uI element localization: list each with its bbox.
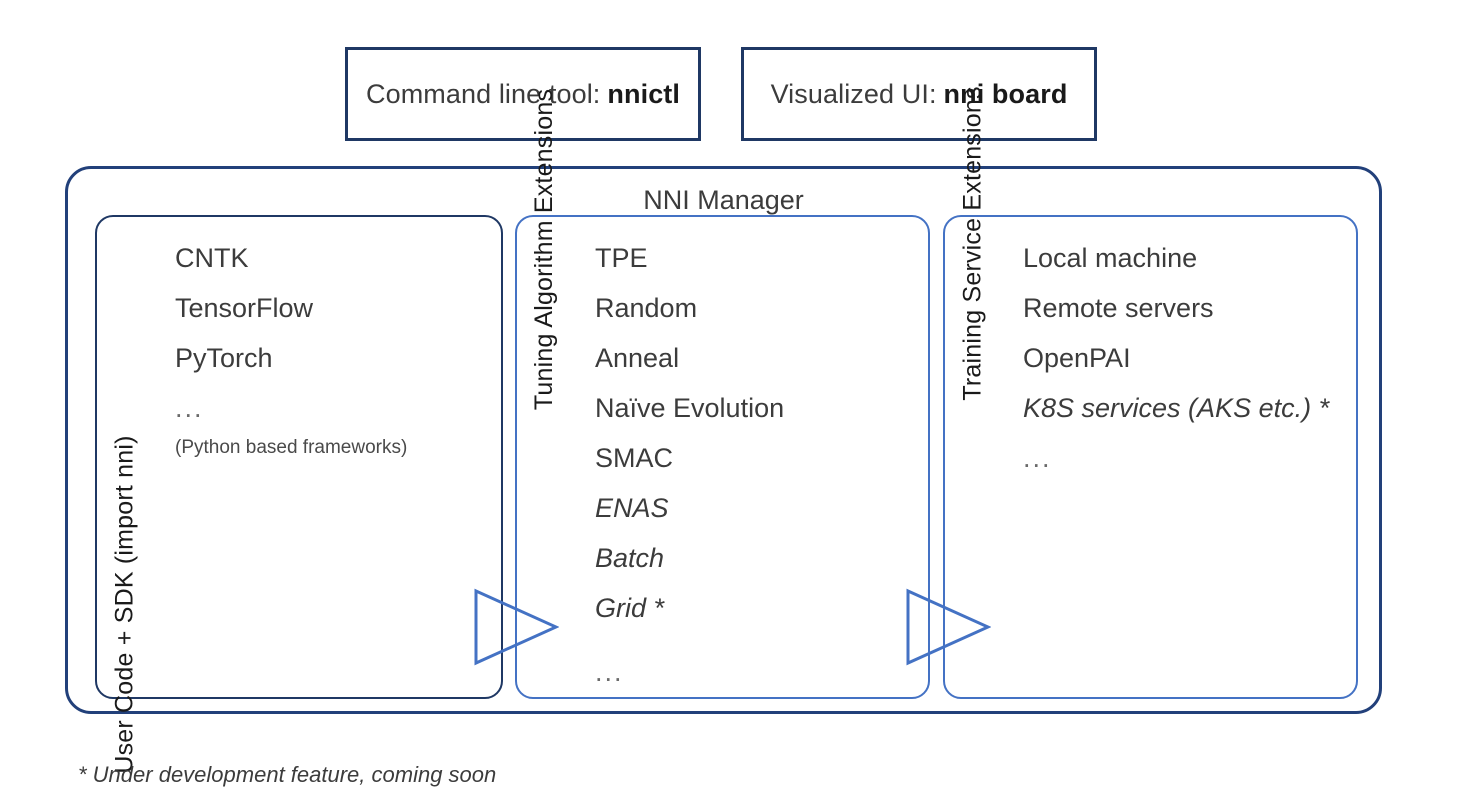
list-item: SMAC (595, 443, 674, 473)
list-item: Naïve Evolution (595, 393, 785, 423)
list-item: ENAS (595, 493, 669, 523)
training-service-extensions-box: Training Service Extensions Local machin… (943, 86, 1358, 699)
list-item: Batch (595, 543, 665, 573)
list-item: TensorFlow (175, 293, 314, 323)
command-line-tool-value: nnictl (607, 78, 681, 109)
list-item: ... (595, 657, 624, 687)
visualized-ui-box: Visualized UI: nni board (741, 47, 1097, 141)
list-item: ... (1023, 443, 1052, 473)
training-service-side-label-wrap: Training Service Extensions (951, 86, 995, 697)
list-item: PyTorch (175, 343, 273, 373)
user-code-sdk-side-label-wrap: User Code + SDK (import nni) (103, 217, 147, 773)
list-item: Random (595, 293, 698, 323)
visualized-ui-label: Visualized UI: (770, 78, 937, 109)
user-code-sdk-side-label: User Code + SDK (import nni) (110, 435, 139, 774)
nni-manager-title: NNI Manager (643, 185, 804, 215)
tuning-algorithm-extensions-box: Tuning Algorithm Extensions TPE Random A… (515, 89, 930, 699)
list-item: Anneal (595, 343, 680, 373)
training-service-item-list: Local machine Remote servers OpenPAI K8S… (1023, 233, 1346, 483)
list-item: (Python based frameworks) (175, 437, 408, 458)
user-code-sdk-item-list: CNTK TensorFlow PyTorch ... (Python base… (175, 233, 491, 463)
list-item: ... (175, 393, 204, 423)
command-line-tool-box: Command line tool: nnictl (345, 47, 701, 141)
footnote-text: * Under development feature, coming soon (78, 762, 497, 787)
list-item: Remote servers (1023, 293, 1214, 323)
nni-manager-container: NNI Manager User Code + SDK (import nni)… (65, 86, 1382, 774)
list-item: K8S services (AKS etc.) * (1023, 393, 1330, 423)
tuning-algorithm-side-label-wrap: Tuning Algorithm Extensions (523, 89, 567, 697)
list-item: OpenPAI (1023, 343, 1131, 373)
user-code-sdk-box: User Code + SDK (import nni) CNTK Tensor… (95, 215, 503, 774)
list-item: TPE (595, 243, 648, 273)
tuning-algorithm-item-list: TPE Random Anneal Naïve Evolution SMAC E… (595, 233, 918, 697)
command-line-tool-label: Command line tool: (365, 78, 601, 109)
list-item: CNTK (175, 243, 249, 273)
list-item: Grid * (595, 593, 665, 623)
list-item: Local machine (1023, 243, 1198, 273)
visualized-ui-value: nni board (943, 78, 1068, 109)
